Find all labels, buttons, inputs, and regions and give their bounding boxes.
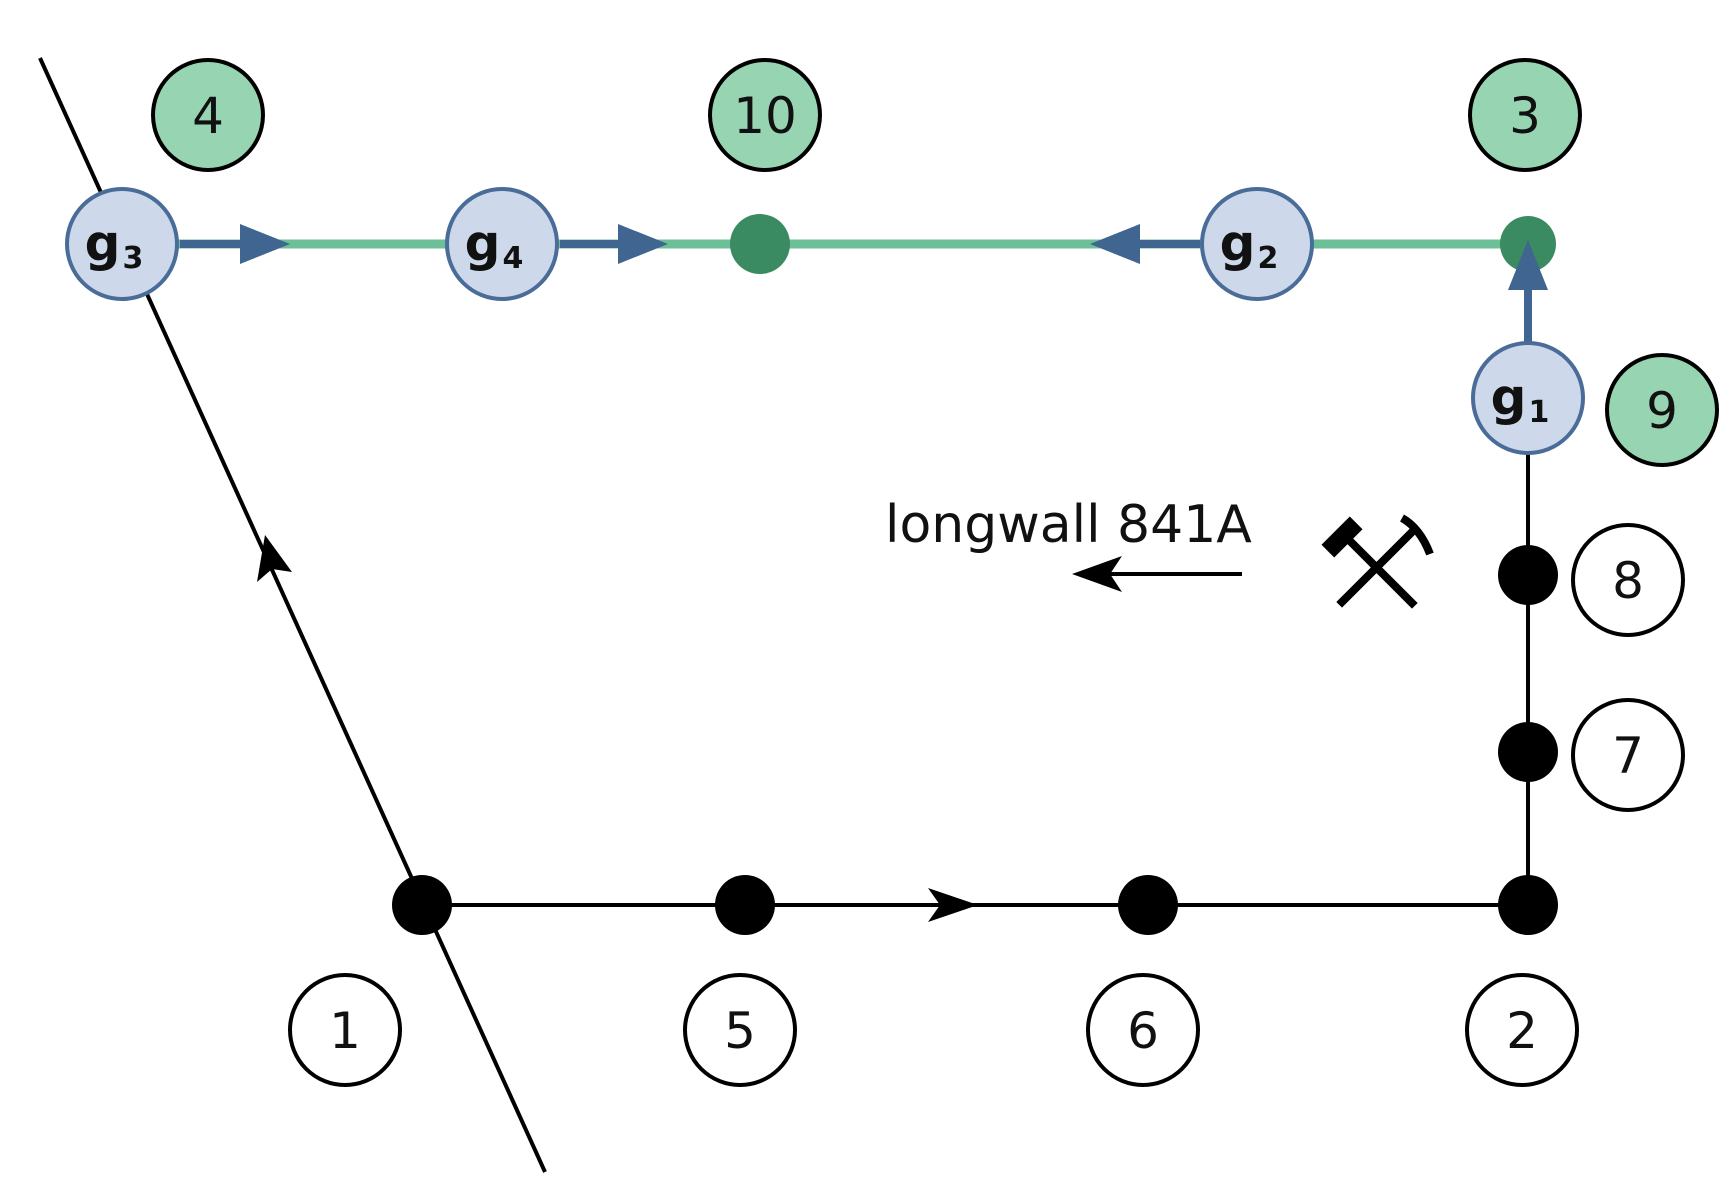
gauge-g2: g2 [1200, 187, 1314, 301]
gauge-g4: g4 [445, 187, 559, 301]
junction-node-8 [1498, 545, 1558, 605]
svg-text:9: 9 [1646, 382, 1678, 440]
junction-node-7 [1498, 722, 1558, 782]
svg-text:1: 1 [329, 1002, 361, 1060]
svg-text:2: 2 [1506, 1002, 1538, 1060]
badge-9: 9 [1605, 353, 1719, 467]
svg-text:g1: g1 [1491, 368, 1550, 430]
svg-text:8: 8 [1612, 552, 1644, 610]
badge-1: 1 [288, 973, 402, 1087]
green-node-10 [730, 214, 790, 274]
junction-node-6 [1118, 875, 1178, 935]
badge-2: 2 [1465, 973, 1579, 1087]
junction-node-1 [392, 875, 452, 935]
svg-text:10: 10 [733, 87, 797, 145]
svg-text:6: 6 [1127, 1002, 1159, 1060]
hammer-and-pick-icon [1321, 514, 1434, 609]
gauge-g1: g1 [1471, 341, 1585, 455]
svg-text:g4: g4 [465, 214, 524, 276]
junction-node-5 [715, 875, 775, 935]
blue-arrow-g2 [1090, 224, 1140, 264]
badge-5: 5 [683, 973, 797, 1087]
blue-arrow-g4 [618, 224, 668, 264]
blue-arrow-g1 [1508, 240, 1548, 290]
badge-8: 8 [1571, 523, 1685, 637]
longwall-label: longwall 841A [885, 495, 1252, 555]
flow-arrow-diagonal [257, 535, 292, 582]
longwall-advance-arrow [1072, 556, 1122, 592]
badge-3: 3 [1468, 58, 1582, 172]
badge-7: 7 [1571, 698, 1685, 812]
svg-text:g2: g2 [1220, 214, 1279, 276]
green-airway [122, 214, 1556, 274]
flow-arrow-bottom [928, 888, 978, 922]
badge-10: 10 [708, 58, 822, 172]
svg-text:3: 3 [1509, 87, 1541, 145]
gauge-flow-arrows [180, 224, 1548, 345]
blue-arrow-g3 [240, 224, 290, 264]
badge-6: 6 [1086, 973, 1200, 1087]
airway-network [38, 57, 1558, 1173]
gauge-g3: g3 [65, 187, 179, 301]
svg-text:g3: g3 [85, 214, 144, 276]
svg-text:5: 5 [724, 1002, 756, 1060]
junction-node-2 [1498, 875, 1558, 935]
badge-4: 4 [151, 58, 265, 172]
svg-text:4: 4 [192, 87, 224, 145]
svg-text:7: 7 [1612, 727, 1644, 785]
longwall-annotation: longwall 841A [885, 495, 1252, 592]
